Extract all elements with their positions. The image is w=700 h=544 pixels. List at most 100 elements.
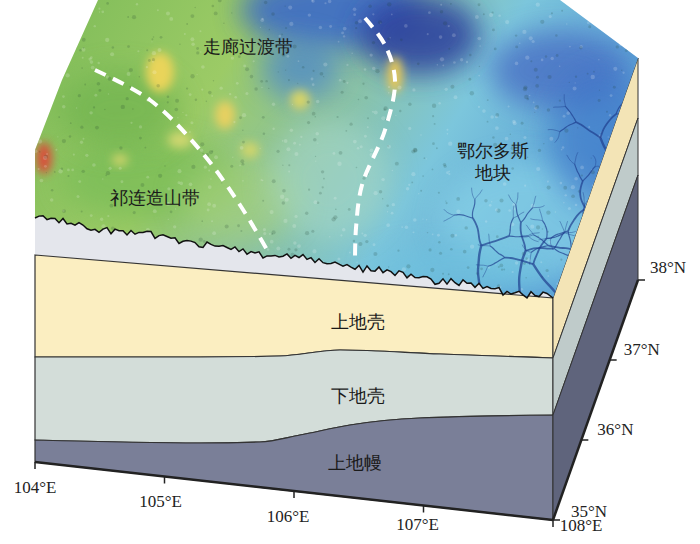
relief-texture	[282, 189, 286, 193]
relief-texture	[370, 53, 373, 56]
relief-texture	[74, 298, 76, 300]
relief-texture	[300, 136, 302, 138]
relief-texture	[368, 5, 371, 8]
relief-texture	[106, 171, 110, 175]
relief-texture	[339, 151, 343, 155]
relief-texture	[416, 286, 420, 290]
relief-texture	[293, 258, 296, 261]
relief-texture	[345, 130, 347, 132]
relief-texture	[142, 234, 146, 238]
relief-texture	[605, 218, 608, 221]
relief-texture	[139, 125, 142, 128]
relief-texture	[93, 106, 95, 108]
relief-texture	[343, 80, 346, 83]
relief-texture	[211, 150, 213, 152]
relief-texture	[227, 245, 228, 246]
relief-texture	[541, 59, 544, 62]
relief-texture	[477, 291, 480, 294]
relief-texture	[79, 49, 82, 52]
mountain-peak	[36, 142, 52, 174]
relief-texture	[634, 65, 637, 68]
relief-texture	[599, 199, 602, 202]
terrain-color-patch	[370, 245, 550, 295]
relief-texture	[478, 75, 480, 77]
relief-texture	[519, 42, 521, 44]
relief-texture	[478, 106, 480, 108]
drainage-line	[571, 250, 579, 260]
relief-texture	[191, 165, 195, 169]
drainage-line	[565, 106, 576, 122]
drainage-line	[600, 213, 612, 214]
relief-texture	[370, 148, 374, 152]
relief-texture	[610, 6, 613, 9]
relief-texture	[529, 36, 533, 40]
drainage-line	[554, 248, 571, 257]
relief-texture	[521, 122, 524, 125]
relief-texture	[432, 104, 436, 108]
relief-texture	[260, 80, 263, 83]
relief-texture	[381, 178, 384, 181]
relief-texture	[82, 28, 85, 31]
relief-texture	[82, 138, 84, 140]
relief-texture	[460, 58, 463, 61]
relief-texture	[236, 82, 239, 85]
relief-texture	[525, 257, 527, 259]
relief-texture	[386, 205, 388, 207]
relief-texture	[505, 20, 509, 24]
drainage-line	[585, 194, 591, 205]
relief-texture	[261, 18, 263, 20]
drainage-line	[565, 233, 577, 237]
relief-texture	[432, 115, 434, 117]
relief-texture	[121, 105, 125, 109]
drainage-line	[593, 155, 596, 166]
relief-texture	[446, 202, 448, 204]
relief-texture	[39, 151, 41, 153]
drainage-line	[635, 103, 643, 113]
relief-texture	[231, 12, 232, 13]
relief-texture	[119, 146, 122, 149]
relief-texture	[312, 112, 316, 116]
relief-texture	[452, 33, 456, 37]
relief-texture	[263, 132, 266, 135]
relief-texture	[392, 170, 394, 172]
relief-texture	[212, 204, 216, 208]
relief-texture	[545, 55, 547, 57]
relief-texture	[619, 42, 623, 46]
layer-band: 下地壳	[331, 385, 385, 407]
relief-texture	[490, 115, 494, 119]
relief-texture	[87, 261, 90, 264]
relief-texture	[498, 266, 500, 268]
relief-texture	[495, 208, 498, 211]
relief-texture	[444, 165, 447, 168]
relief-texture	[377, 39, 378, 40]
drainage-line	[568, 209, 586, 231]
drainage-line	[600, 114, 616, 138]
relief-texture	[535, 84, 539, 88]
relief-texture	[551, 12, 553, 14]
relief-texture	[632, 17, 634, 19]
region-label: 鄂尔多斯 地块	[453, 140, 534, 183]
relief-texture	[496, 235, 499, 238]
relief-texture	[48, 57, 52, 61]
relief-texture	[196, 74, 197, 75]
relief-texture	[492, 136, 494, 138]
relief-texture	[37, 226, 39, 228]
drainage-line	[616, 99, 627, 114]
relief-texture	[599, 90, 600, 91]
relief-texture	[632, 97, 635, 100]
relief-texture	[292, 104, 293, 105]
relief-texture	[444, 293, 447, 296]
terrain-front-edge	[35, 216, 553, 298]
relief-texture	[119, 167, 122, 170]
relief-texture	[510, 134, 512, 136]
relief-texture	[442, 273, 444, 275]
relief-texture	[614, 36, 615, 37]
drainage-line	[635, 112, 645, 120]
relief-texture	[450, 3, 452, 5]
relief-texture	[206, 100, 208, 102]
relief-texture	[34, 35, 37, 38]
relief-texture	[350, 276, 353, 279]
relief-texture	[315, 116, 317, 118]
mountain-peak	[241, 142, 259, 158]
relief-texture	[406, 264, 410, 268]
